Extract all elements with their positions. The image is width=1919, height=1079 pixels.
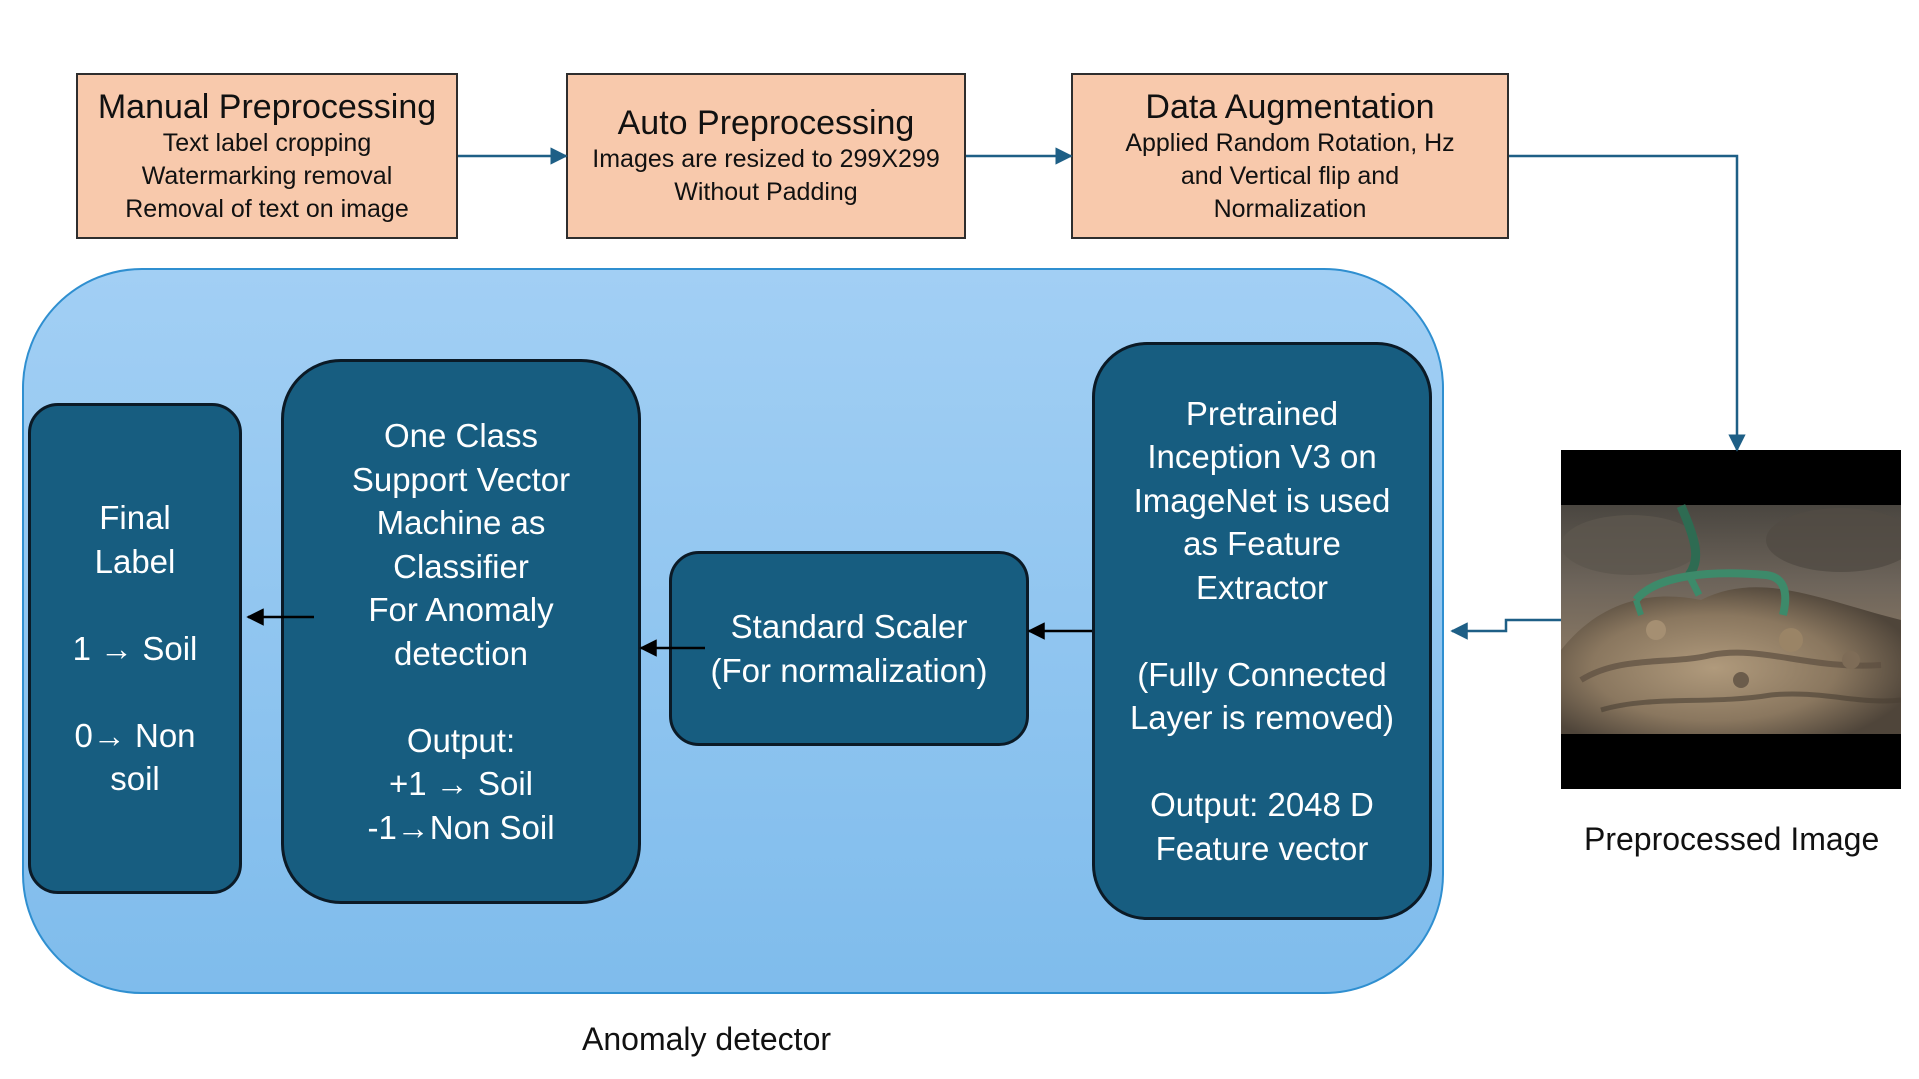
augmentation-line-1: Applied Random Rotation, Hz [1125, 128, 1455, 157]
final-label-soil: 1 → Soil [72, 629, 198, 667]
feature-extractor-output: Output: 2048 D [1150, 786, 1374, 824]
classifier-line: Machine as [376, 504, 546, 541]
classifier-output: -1→Non Soil [367, 808, 555, 846]
auto-preprocessing-title: Auto Preprocessing [617, 104, 915, 142]
arrow-image-to-extractor [1450, 618, 1561, 640]
classifier-line: Classifier [393, 547, 529, 585]
final-label-nonsoil: 0→ Non [74, 716, 196, 754]
manual-preprocessing-title: Manual Preprocessing [97, 87, 437, 126]
manual-step-2: Watermarking removal [141, 161, 393, 190]
feature-extractor-line: ImageNet is used [1133, 481, 1391, 519]
feature-extractor-line: Pretrained [1185, 394, 1339, 432]
classifier-line: One Class [383, 417, 539, 454]
auto-step-1: Images are resized to 299X299 [592, 145, 940, 173]
anomaly-detector-caption: Anomaly detector [582, 1021, 832, 1057]
feature-extractor-line: Extractor [1195, 568, 1329, 606]
classifier-line: For Anomaly [368, 591, 554, 628]
data-augmentation-box: Data Augmentation Applied Random Rotatio… [1071, 73, 1509, 239]
feature-extractor-output: Feature vector [1155, 829, 1369, 867]
final-label-nonsoil: soil [110, 760, 160, 798]
soil-photo [1561, 504, 1916, 734]
manual-step-1: Text label cropping [162, 128, 372, 157]
final-label-box: Final Label 1 → Soil 0→ Non soil [28, 403, 242, 894]
svm-classifier-box: One Class Support Vector Machine as Clas… [281, 359, 641, 904]
preprocessed-image-caption: Preprocessed Image [1584, 821, 1880, 857]
final-label-line: Label [94, 542, 176, 580]
classifier-output: +1 → Soil [389, 765, 533, 802]
feature-extractor-line: as Feature [1183, 525, 1341, 563]
feature-extractor-note: (Fully Connected [1137, 655, 1387, 693]
auto-step-2: Without Padding [674, 178, 858, 206]
preprocessed-image [1561, 450, 1916, 789]
data-augmentation-title: Data Augmentation [1145, 87, 1435, 126]
manual-preprocessing-box: Manual Preprocessing Text label cropping… [76, 73, 458, 239]
manual-step-3: Removal of text on image [125, 194, 409, 223]
scaler-title: Standard Scaler [730, 608, 968, 645]
feature-extractor-note: Layer is removed) [1129, 699, 1395, 737]
scaler-subtitle: (For normalization) [710, 651, 988, 689]
classifier-line: detection [394, 634, 528, 672]
classifier-line: Support Vector [351, 460, 571, 498]
feature-extractor-line: Inception V3 on [1147, 438, 1377, 476]
auto-preprocessing-box: Auto Preprocessing Images are resized to… [566, 73, 966, 239]
arrow-augmentation-to-image [1509, 154, 1746, 452]
standard-scaler-box: Standard Scaler (For normalization) [669, 551, 1029, 746]
final-label-line: Final [99, 499, 171, 537]
augmentation-line-2: and Vertical flip and [1180, 161, 1400, 190]
augmentation-line-3: Normalization [1213, 194, 1367, 223]
feature-extractor-box: Pretrained Inception V3 on ImageNet is u… [1092, 342, 1432, 920]
classifier-output: Output: [406, 721, 516, 759]
